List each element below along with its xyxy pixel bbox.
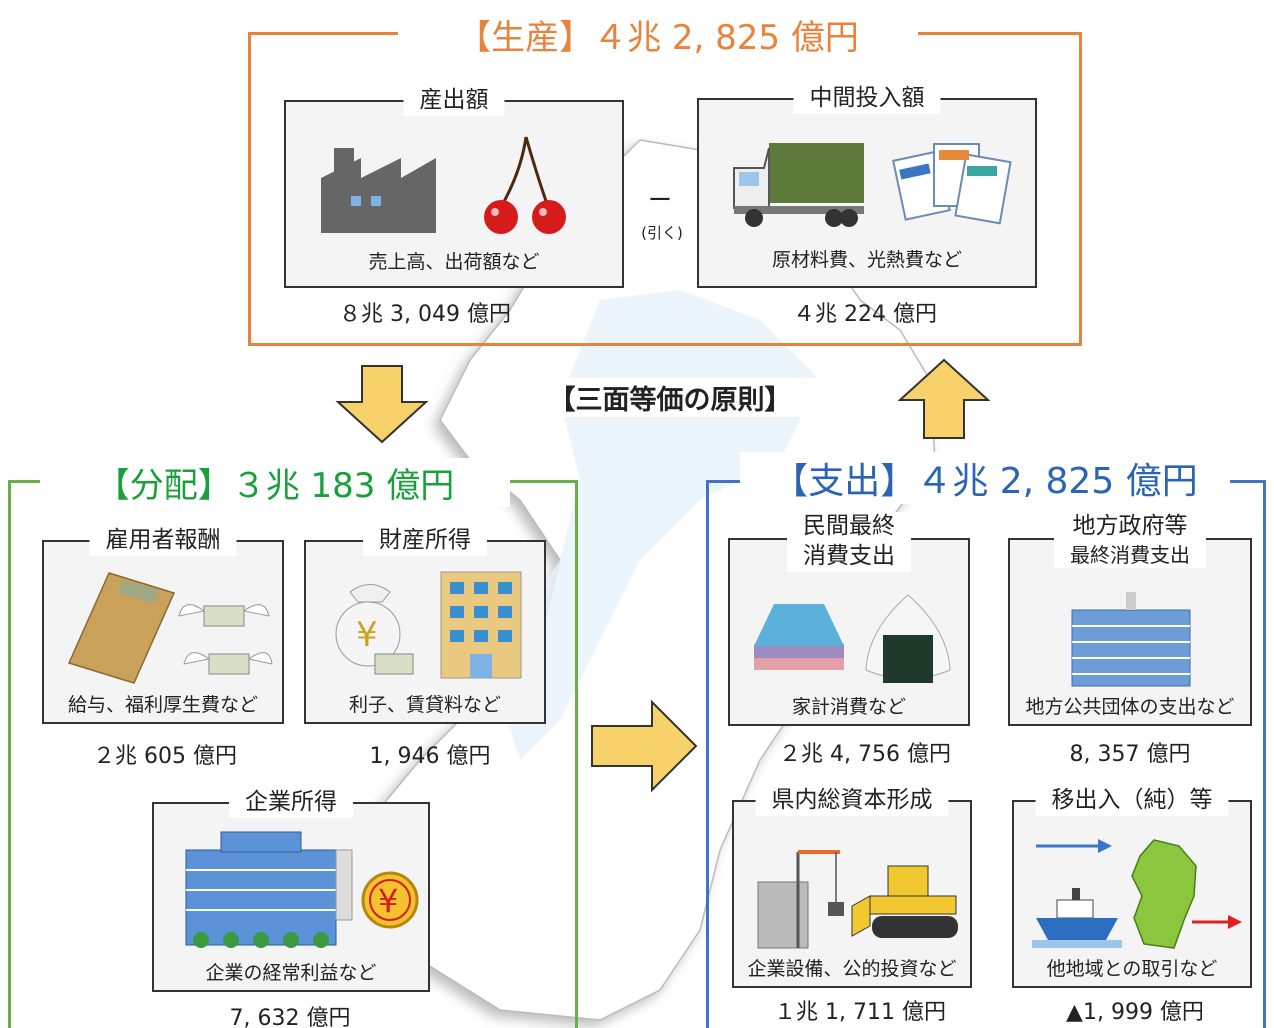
employee-box-caption: 給与、福利厚生費など (67, 694, 258, 716)
construction-crane-icon (757, 850, 844, 949)
arrow-right-icon (591, 699, 698, 793)
clothes-icon (754, 604, 844, 670)
yen-coin-icon: ¥ (361, 871, 419, 929)
expenditure-title: 【支出】４兆 2, 825 億円 (740, 452, 1230, 504)
output-value: ８兆 3, 049 億円 (339, 302, 511, 327)
output-box: 産出額 売上高、出荷額など (284, 86, 624, 288)
arrow-right-icon (1192, 915, 1242, 929)
government-building-icon (1071, 592, 1191, 687)
government-consumption-title-line2: 最終消費支出 (1070, 542, 1190, 567)
intermediate-box-caption: 原材料費、光熱費など (771, 249, 962, 271)
net-trade-value: ▲1, 999 億円 (1066, 1000, 1204, 1025)
production-title: 【生産】４兆 2, 825 億円 (398, 10, 918, 59)
svg-text:¥: ¥ (378, 882, 398, 920)
center-title: 【三面等価の原則】 (520, 378, 820, 417)
output-box-caption: 売上高、出荷額など (368, 251, 540, 273)
salary-envelope-icon (67, 572, 176, 684)
bulldozer-icon (851, 865, 958, 938)
employee-box: 雇用者報酬 給与、福利厚生費など (42, 526, 284, 724)
minus-symbol: ー (648, 186, 672, 214)
government-consumption-value: 8, 357 億円 (1069, 742, 1191, 767)
arrow-right-icon (1036, 839, 1112, 853)
government-consumption-box: 地方政府等 最終消費支出 地方公共団体の支出など (1008, 512, 1252, 726)
net-trade-box-caption: 他地域との取引など (1046, 958, 1218, 980)
corporate-box-title: 企業所得 (229, 788, 353, 818)
net-trade-box: 移出入（純）等 他地域との取引など (1012, 786, 1252, 988)
employee-box-title: 雇用者報酬 (89, 526, 237, 556)
property-box: 財産所得 ¥ 利子、賃貸料など (304, 526, 546, 724)
private-consumption-box-caption: 家計消費など (791, 696, 906, 718)
corporate-box-caption: 企業の経常利益など (205, 962, 377, 984)
arrow-up-icon (897, 358, 991, 439)
private-consumption-box-title: 民間最終 消費支出 (787, 512, 911, 572)
private-consumption-title-line1: 民間最終 (803, 513, 895, 539)
government-consumption-box-title: 地方政府等 最終消費支出 (1054, 512, 1206, 568)
intermediate-value: ４兆 224 億円 (793, 302, 937, 327)
onigiri-icon (865, 594, 951, 683)
capital-formation-box: 県内総資本形成 企業設備、公的投資など (732, 786, 972, 988)
hotel-building-icon (185, 831, 353, 948)
arrow-down-icon (335, 365, 429, 444)
svg-text:¥: ¥ (356, 615, 378, 655)
output-box-title: 産出額 (403, 86, 505, 116)
employee-value: ２兆 605 億円 (93, 744, 237, 769)
utility-bills-icon (892, 143, 1012, 225)
property-box-caption: 利子、賃貸料など (348, 694, 501, 716)
ship-icon (1032, 888, 1122, 948)
intermediate-box: 中間投入額 原材料費、光熱費など (697, 84, 1037, 288)
yen-bag-icon: ¥ (335, 584, 414, 675)
flying-money-icon (178, 604, 273, 675)
factory-icon (321, 148, 436, 233)
capital-formation-box-caption: 企業設備、公的投資など (747, 958, 957, 980)
private-consumption-box: 民間最終 消費支出 家計消費など (728, 512, 970, 726)
property-value: 1, 946 億円 (369, 744, 491, 769)
net-trade-box-title: 移出入（純）等 (1035, 786, 1229, 816)
cherry-icon (484, 136, 566, 234)
corporate-value: 7, 632 億円 (229, 1006, 351, 1028)
private-consumption-value: ２兆 4, 756 億円 (779, 742, 951, 767)
distribution-title: 【分配】３兆 183 億円 (40, 458, 510, 507)
minus-note: (引く) (641, 224, 683, 242)
government-consumption-box-caption: 地方公共団体の支出など (1025, 696, 1235, 718)
prefecture-map-icon (1131, 839, 1197, 949)
intermediate-box-title: 中間投入額 (793, 84, 941, 114)
capital-formation-value: １兆 1, 711 億円 (774, 1000, 946, 1025)
capital-formation-box-title: 県内総資本形成 (755, 786, 949, 816)
government-consumption-title-line1: 地方政府等 (1072, 513, 1188, 539)
apartment-icon (440, 571, 522, 679)
property-box-title: 財産所得 (363, 526, 487, 556)
truck-icon (733, 143, 864, 227)
private-consumption-title-line2: 消費支出 (803, 542, 895, 569)
corporate-box: 企業所得 ¥ 企業の経常利益など (152, 788, 430, 992)
